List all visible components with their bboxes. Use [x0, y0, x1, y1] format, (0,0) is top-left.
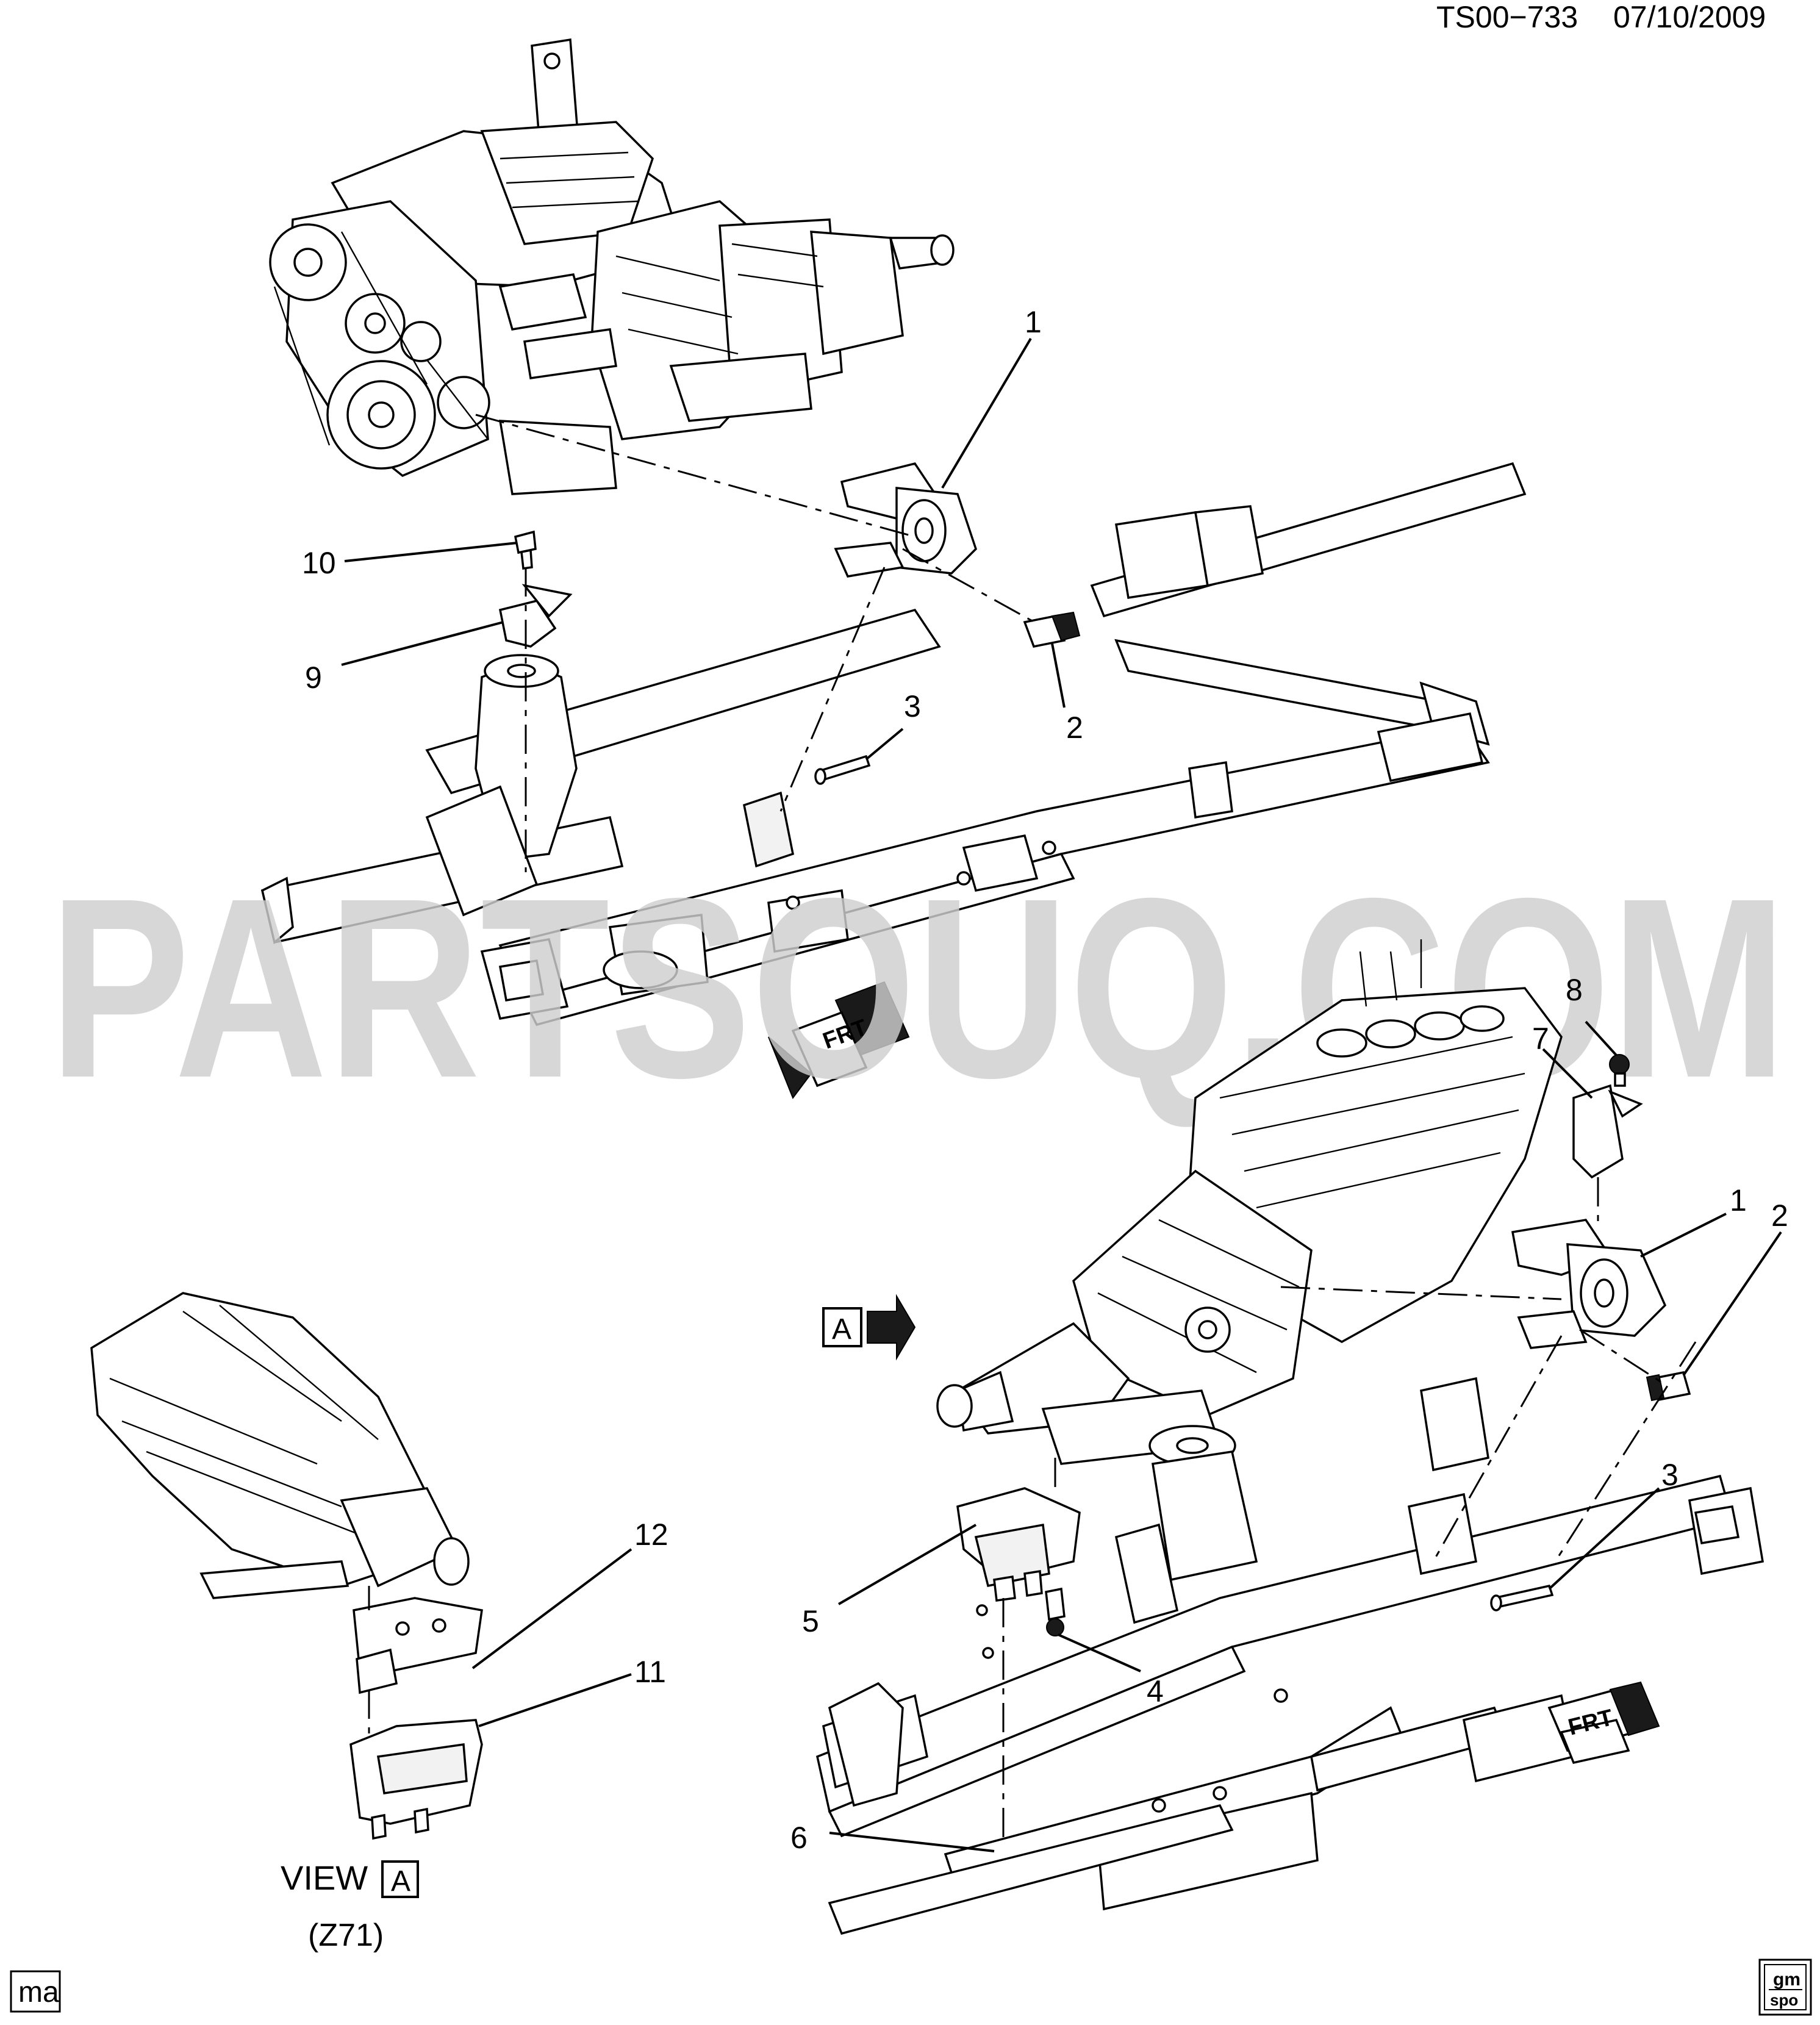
view-a-pointer: A [822, 1294, 916, 1361]
gm-spo-logo: gm spo [1758, 1959, 1812, 2016]
callout-view-a-12: 12 [634, 1518, 668, 1552]
callout-lower-8: 8 [1566, 973, 1583, 1007]
lower-engine-transmission [936, 939, 1563, 1465]
view-a-transmission [90, 1292, 470, 1599]
upper-engine-transmission [269, 38, 955, 495]
upper-engine-mount-part-1 [834, 462, 978, 578]
lower-bracket-part-7 [1572, 1084, 1643, 1179]
view-a-mount-part-11 [349, 1719, 483, 1840]
leader-lower-4 [1058, 1633, 1141, 1672]
lower-bolt-part-8 [1609, 1054, 1630, 1087]
upper-bolt-part-3 [814, 754, 871, 785]
logo-text-bottom: spo [1770, 1991, 1798, 2009]
corner-code-box [10, 1970, 61, 2013]
callout-lower-1: 1 [1730, 1183, 1747, 1217]
lower-alignment-line-mount-to-bolt [1579, 1328, 1666, 1386]
view-a-label-letter: A [391, 1865, 410, 1898]
view-a-label-box [381, 1860, 419, 1898]
leader-upper-9 [341, 621, 504, 666]
view-a-pointer-box [822, 1307, 862, 1347]
view-a-pointer-letter: A [832, 1313, 851, 1346]
leader-lower-3 [1548, 1487, 1660, 1590]
logo-text-top: gm [1773, 1969, 1800, 1990]
upper-bolt-part-10 [514, 530, 537, 570]
front-arrow-upper: FRT [768, 981, 910, 1100]
upper-alignment-line-mount-to-bolt [902, 548, 1041, 626]
nut-part-4 [1045, 1587, 1066, 1636]
callout-view-a-11: 11 [634, 1655, 666, 1689]
lower-alignment-line-mount-to-frame [1432, 1335, 1563, 1562]
drawing-id: TS00−733 [1436, 0, 1578, 34]
callout-upper-9: 9 [305, 661, 322, 695]
upper-alignment-line-mount-to-frame [779, 567, 886, 812]
transmission-mount-part-5 [956, 1487, 1081, 1602]
view-a-code: (Z71) [308, 1918, 384, 1953]
lower-bolt-part-2 [1646, 1371, 1691, 1402]
callout-lower-5: 5 [802, 1604, 819, 1638]
leader-lower-7 [1542, 1048, 1593, 1099]
leader-lower-2 [1682, 1231, 1782, 1377]
leader-lower-8 [1585, 1020, 1618, 1056]
leader-upper-3 [865, 728, 904, 761]
lower-engine-mount-part-1 [1511, 1219, 1667, 1349]
leader-lower-1 [1640, 1213, 1727, 1258]
lower-alignment-line-bolt-path [1554, 1341, 1697, 1562]
callout-upper-2: 2 [1066, 711, 1083, 745]
leader-view-a-12 [471, 1548, 632, 1669]
callout-lower-7: 7 [1532, 1022, 1549, 1056]
leader-upper-10 [344, 542, 518, 562]
leader-upper-2 [1051, 643, 1066, 708]
callout-upper-10: 10 [302, 546, 336, 580]
leader-view-a-11 [478, 1673, 632, 1727]
callout-lower-3: 3 [1661, 1458, 1678, 1492]
view-a-label: VIEW [281, 1858, 368, 1897]
corner-code: ma [18, 1976, 59, 2009]
lower-alignment-line-engine-to-mount [1280, 1286, 1562, 1300]
leader-lower-6 [829, 1832, 995, 1852]
drawing-date: 07/10/2009 [1613, 0, 1766, 34]
callout-lower-6: 6 [790, 1821, 808, 1855]
upper-bolt-part-2 [1023, 611, 1081, 648]
front-arrow-lower: FRT [1547, 1681, 1660, 1765]
upper-chassis-frame [260, 462, 1527, 1027]
leader-lower-5 [837, 1524, 977, 1605]
callout-upper-1: 1 [1025, 305, 1042, 339]
lower-bolt-part-3 [1490, 1584, 1554, 1611]
lower-chassis-frame [815, 1377, 1764, 1935]
upper-alignment-line-engine-to-mount [475, 414, 915, 538]
upper-shield-part-9 [498, 584, 573, 648]
leader-upper-1 [941, 337, 1032, 489]
callout-lower-2: 2 [1771, 1199, 1788, 1233]
callout-upper-3: 3 [904, 689, 921, 723]
view-a-mount-part-12 [353, 1597, 483, 1694]
callout-lower-4: 4 [1147, 1674, 1164, 1708]
